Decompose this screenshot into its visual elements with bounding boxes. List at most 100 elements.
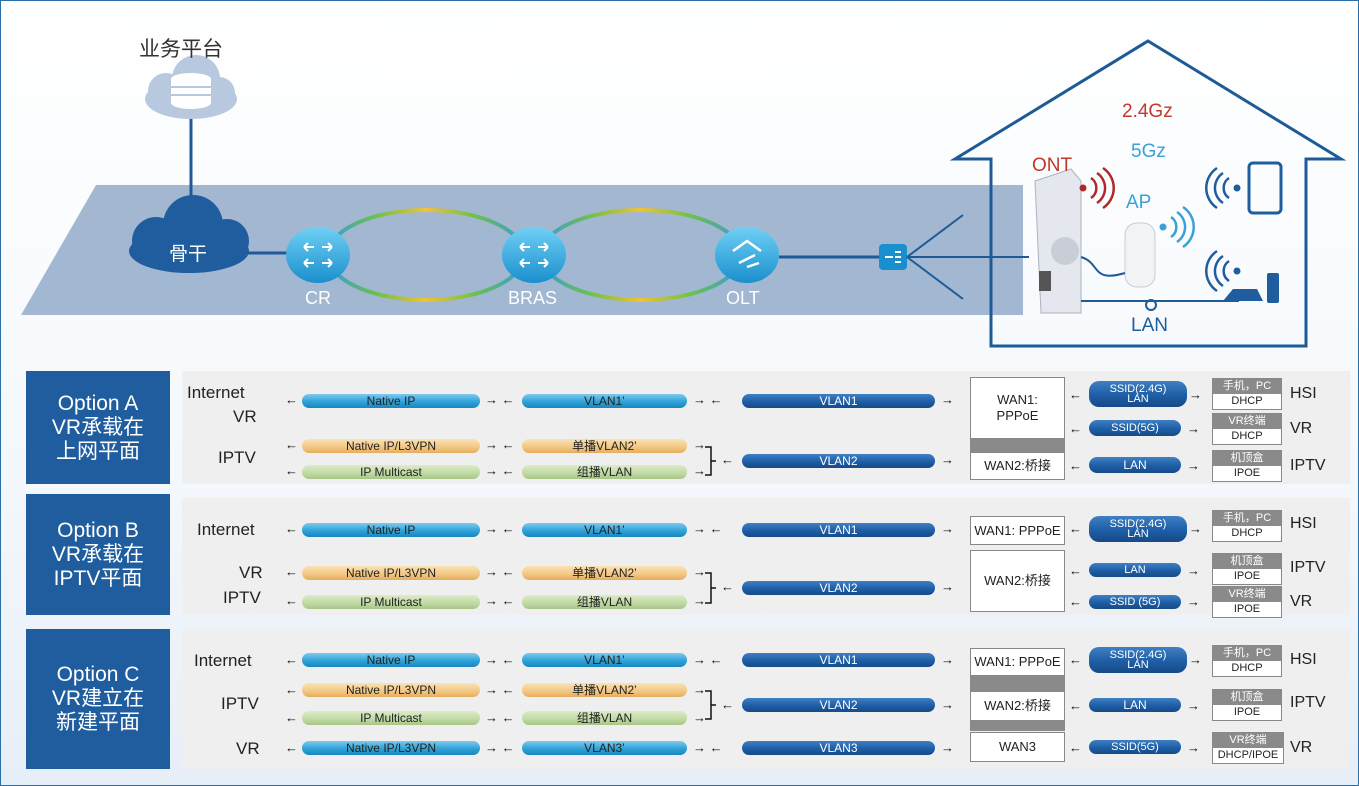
backbone-label: 骨干 <box>169 244 208 265</box>
option-a-result-iptv: IPTV <box>1290 457 1326 474</box>
option-b-service-iptv: IPTV <box>223 588 261 607</box>
option-b-title-1: Option B <box>57 518 139 542</box>
option-c-pipe-native-ip: Native IP <box>302 653 480 667</box>
phone-icon <box>1247 161 1283 215</box>
option-b-pipe-native-ip: Native IP <box>302 523 480 537</box>
option-c-pipe-native-ip-l3vpn: Native IP/L3VPN <box>302 683 480 697</box>
option-c-result-hsi: HSI <box>1290 651 1317 668</box>
option-b-pipe-unicast-vlan2p: 单播VLAN2’ <box>522 566 687 580</box>
option-a-title-3: 上网平面 <box>56 439 140 463</box>
option-a-result-hsi: HSI <box>1290 385 1317 402</box>
option-c-service-iptv: IPTV <box>221 694 259 713</box>
option-a-pipe-native-ip-l3vpn: Native IP/L3VPN <box>302 439 480 453</box>
option-c-box: Option C VR建立在 新建平面 <box>26 629 170 769</box>
freq-5-label: 5Gz <box>1131 141 1166 162</box>
option-b-service-vr: VR <box>239 563 263 582</box>
option-c-wan2: WAN2:桥接 <box>970 691 1065 721</box>
house-outline <box>949 39 1347 348</box>
option-b-result-iptv: IPTV <box>1290 559 1326 576</box>
platform-label: 业务平台 <box>139 38 223 61</box>
option-b-result-vr: VR <box>1290 593 1313 610</box>
option-c-merge-bracket <box>705 690 716 720</box>
option-a-box: Option A VR承载在 上网平面 <box>26 371 170 484</box>
ont-device-icon <box>1034 168 1082 314</box>
olt-icon <box>715 227 779 283</box>
ont-wifi-icon <box>1079 166 1115 210</box>
option-c-service-internet: Internet <box>194 651 252 670</box>
option-a-pipe-vlan2: VLAN2 <box>742 454 935 468</box>
option-b-link-ssid5: SSID (5G) <box>1089 595 1181 609</box>
option-a-link-ssid24: SSID(2.4G) LAN <box>1089 381 1187 407</box>
option-b-link-ssid24: SSID(2.4G) LAN <box>1089 516 1187 542</box>
option-a-pipe-vlan1: VLAN1 <box>742 394 935 408</box>
option-c-pipe-vlan1p: VLAN1’ <box>522 653 687 667</box>
option-c-pipe-ip-multicast: IP Multicast <box>302 711 480 725</box>
option-c-title-1: Option C <box>56 663 140 686</box>
option-c-result-iptv: IPTV <box>1290 694 1326 711</box>
option-c-pipe-native-ip-l3vpn-vr: Native IP/L3VPN <box>302 741 480 755</box>
option-c-wan3: WAN3 <box>970 732 1065 762</box>
option-a-wan1: WAN1: PPPoE <box>970 377 1065 439</box>
option-c-pipe-vlan3: VLAN3 <box>742 741 935 755</box>
option-b-pipe-native-ip-l3vpn: Native IP/L3VPN <box>302 566 480 580</box>
option-b-result-hsi: HSI <box>1290 515 1317 532</box>
freq-24-label: 2.4Gz <box>1122 101 1173 122</box>
bras-label: BRAS <box>508 288 558 308</box>
cr-router-icon <box>286 227 350 283</box>
option-b-wan1: WAN1: PPPoE <box>970 516 1065 545</box>
option-c-wan1: WAN1: PPPoE <box>970 648 1065 676</box>
option-c-link-ssid24: SSID(2.4G) LAN <box>1089 647 1187 673</box>
option-c-pipe-vlan1: VLAN1 <box>742 653 935 667</box>
ap-wifi-icon <box>1159 205 1195 249</box>
option-a-pipe-native-ip: Native IP <box>302 394 480 408</box>
option-a-pipe-unicast-vlan2p: 单播VLAN2’ <box>522 439 687 453</box>
option-a-service-iptv: IPTV <box>218 448 256 467</box>
option-a-title-1: Option A <box>57 391 139 415</box>
olt-label: OLT <box>726 288 760 308</box>
option-c-pipe-unicast-vlan2p: 单播VLAN2’ <box>522 683 687 697</box>
splitter-icon <box>879 244 907 270</box>
option-c-service-vr: VR <box>236 739 260 758</box>
option-b-box: Option B VR承载在 IPTV平面 <box>26 494 170 615</box>
settop-box-icon <box>1223 273 1279 303</box>
option-c-link-lan: LAN <box>1089 698 1181 712</box>
option-a-result-vr: VR <box>1290 420 1313 437</box>
platform-cloud-icon <box>145 55 237 119</box>
option-c-link-ssid5: SSID(5G) <box>1089 740 1181 754</box>
option-a-wan2: WAN2:桥接 <box>970 452 1065 480</box>
option-a-service-vr: VR <box>233 407 257 426</box>
option-c-pipe-multicast-vlan: 组播VLAN <box>522 711 687 725</box>
stb-wifi-icon <box>1205 249 1241 293</box>
option-b-pipe-multicast-vlan: 组播VLAN <box>522 595 687 609</box>
option-a-title-2: VR承载在 <box>51 415 145 439</box>
ap-device-icon <box>1124 222 1156 288</box>
option-a-pipe-multicast-vlan: 组播VLAN <box>522 465 687 479</box>
option-c-title-3: 新建平面 <box>56 711 140 734</box>
option-a-pipe-ip-multicast: IP Multicast <box>302 465 480 479</box>
option-c-pipe-vlan2: VLAN2 <box>742 698 935 712</box>
backbone-cloud-icon <box>129 195 249 273</box>
option-b-pipe-vlan1: VLAN1 <box>742 523 935 537</box>
network-topology <box>21 39 1347 348</box>
option-c-title-2: VR建立在 <box>51 687 145 710</box>
option-a-service-internet: Internet <box>187 383 245 402</box>
option-b-title-2: VR承载在 <box>51 542 145 566</box>
option-b-service-internet: Internet <box>197 520 255 539</box>
option-b-pipe-ip-multicast: IP Multicast <box>302 595 480 609</box>
option-c-pipe-vlan3p: VLAN3’ <box>522 741 687 755</box>
option-b-merge-bracket <box>705 572 716 604</box>
option-a-link-lan: LAN <box>1089 457 1181 473</box>
option-a-pipe-vlan1p: VLAN1’ <box>522 394 687 408</box>
ont-label: ONT <box>1032 155 1073 176</box>
option-b-pipe-vlan1p: VLAN1’ <box>522 523 687 537</box>
option-a-link-ssid5: SSID(5G) <box>1089 420 1181 436</box>
